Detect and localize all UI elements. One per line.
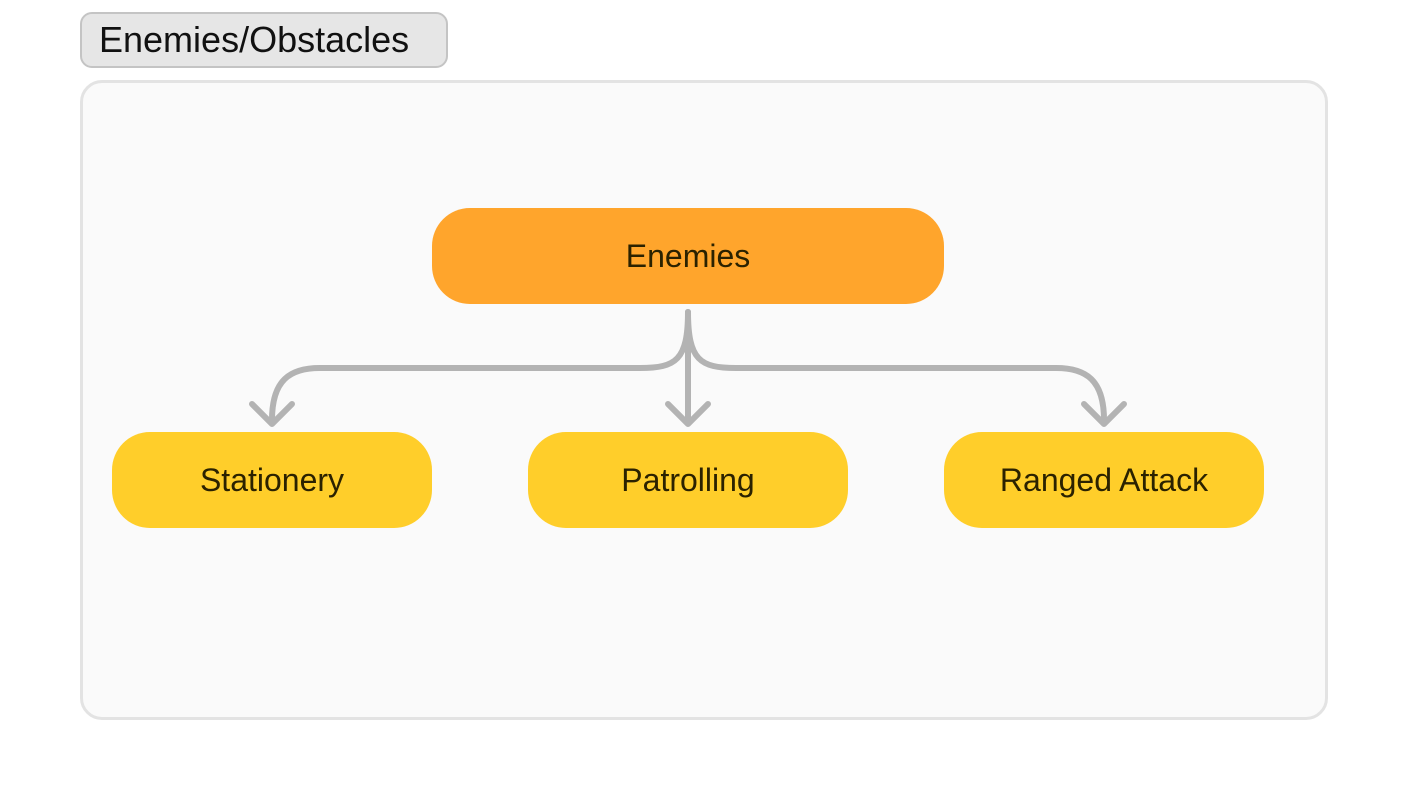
frame-title[interactable]: Enemies/Obstacles (80, 12, 448, 68)
node-stationery[interactable]: Stationery (112, 432, 432, 528)
node-stationery-label: Stationery (199, 461, 345, 498)
node-patrolling-label: Patrolling (621, 461, 755, 498)
node-enemies[interactable]: Enemies (432, 208, 944, 304)
diagram-frame (80, 80, 1328, 720)
node-ranged-attack-label: Ranged Attack (999, 461, 1209, 498)
node-enemies-label: Enemies (625, 237, 751, 274)
node-ranged-attack[interactable]: Ranged Attack (944, 432, 1264, 528)
node-patrolling[interactable]: Patrolling (528, 432, 848, 528)
